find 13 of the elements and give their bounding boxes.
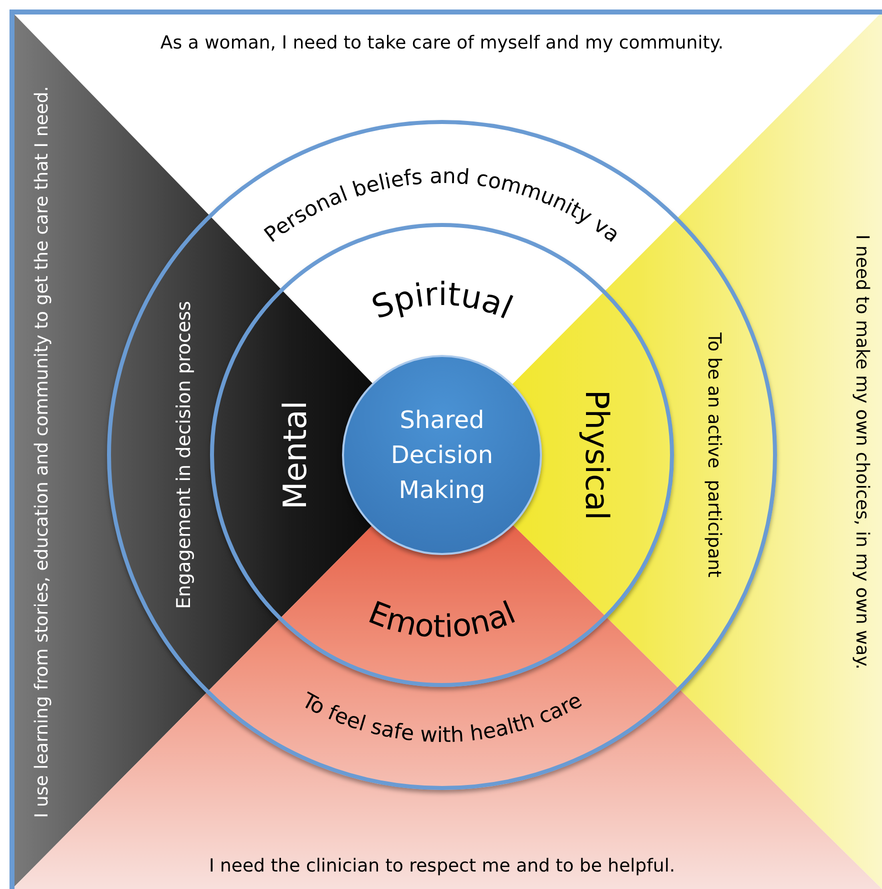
ring-text: To feel safe with health care bbox=[298, 688, 586, 748]
dimension-label: Emotional bbox=[363, 594, 521, 646]
center-text: Shared Decision Making bbox=[390, 404, 494, 506]
dimension-label: Spiritual bbox=[366, 274, 518, 327]
outer-ring bbox=[107, 120, 777, 790]
dimension-label: Mental bbox=[276, 400, 314, 510]
statement-text: I use learning from stories, education and community to get the care that I need. bbox=[32, 86, 52, 818]
ring-text: To be an active participant bbox=[704, 332, 724, 578]
statement-text: As a woman, I need to take care of myself and my community. bbox=[160, 32, 724, 54]
dimension-label: Physical bbox=[578, 390, 616, 520]
ring-text: Engagement in decision process bbox=[173, 301, 195, 609]
statement-text: I need to make my own choices, in my own way. bbox=[852, 234, 872, 670]
statement-text: I need the clinician to respect me and to be helpful. bbox=[208, 856, 676, 876]
